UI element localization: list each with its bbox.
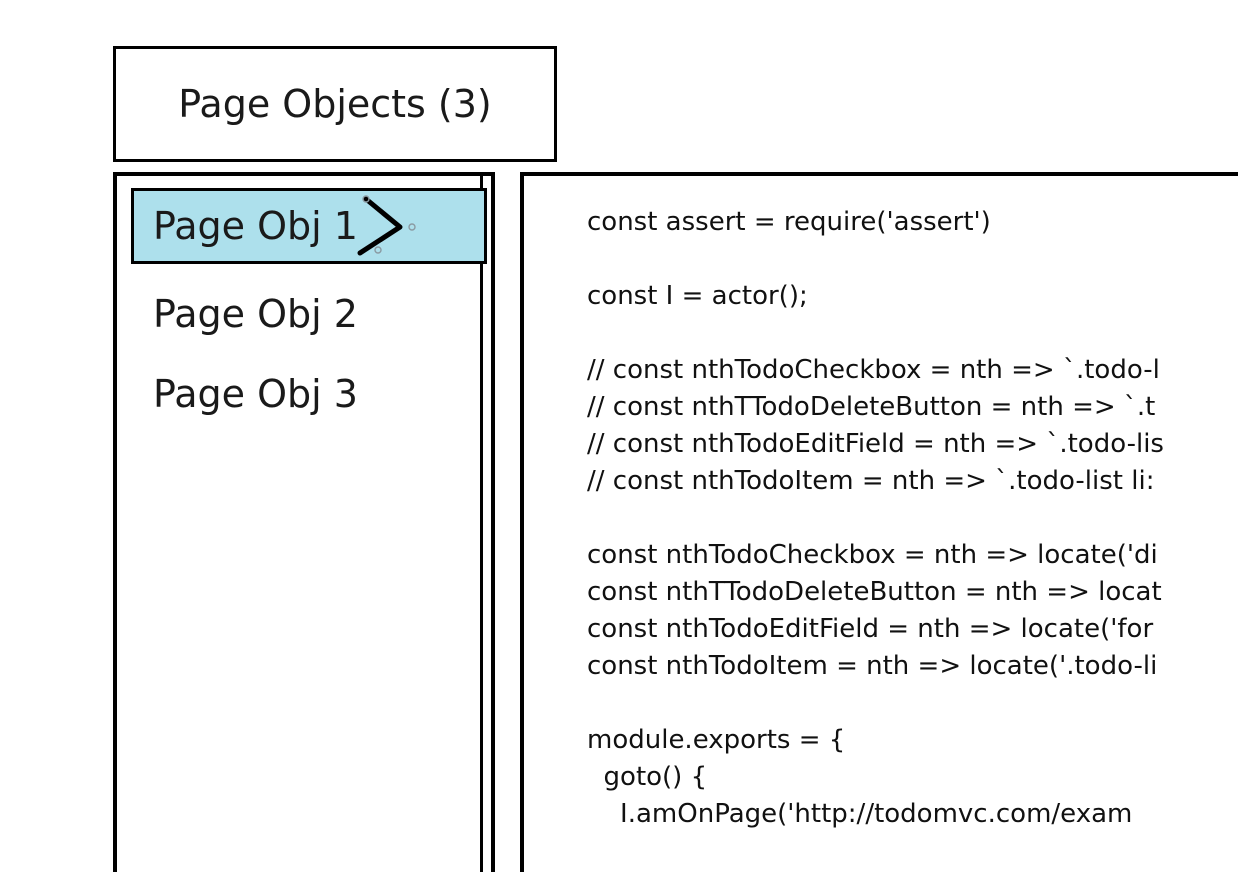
code-content[interactable]: const assert = require('assert') const I… [587, 204, 1238, 872]
code-line: // const nthTodoCheckbox = nth => `.todo… [587, 355, 1160, 385]
code-line: I.amOnPage('http://todomvc.com/exam [587, 799, 1133, 829]
list-item-page-obj-2[interactable]: Page Obj 2 [131, 276, 487, 352]
list-item-page-obj-1[interactable]: Page Obj 1 [131, 188, 487, 264]
code-line: const nthTodoCheckbox = nth => locate('d… [587, 540, 1158, 570]
code-line: // const nthTTodoDeleteButton = nth => `… [587, 392, 1156, 422]
page-objects-list: Page Obj 1 Page Obj 2 Page Obj 3 [117, 176, 487, 872]
code-line: const nthTodoItem = nth => locate('.todo… [587, 651, 1158, 681]
code-line: const nthTodoEditField = nth => locate('… [587, 614, 1154, 644]
page-title: Page Objects (3) [178, 82, 492, 126]
page-objects-list-panel: Page Obj 1 Page Obj 2 Page Obj 3 [113, 172, 495, 872]
code-line [587, 315, 1238, 352]
list-item-label: Page Obj 3 [153, 372, 358, 416]
code-line: const nthTTodoDeleteButton = nth => loca… [587, 577, 1162, 607]
code-editor-panel[interactable]: const assert = require('assert') const I… [520, 172, 1238, 872]
code-line: // const nthTodoItem = nth => `.todo-lis… [587, 466, 1155, 496]
code-line [587, 241, 1238, 278]
code-line [587, 685, 1238, 722]
code-line: goto() { [587, 762, 708, 792]
chevron-right-icon [356, 193, 426, 259]
list-item-label: Page Obj 1 [153, 204, 358, 248]
list-item-page-obj-3[interactable]: Page Obj 3 [131, 356, 487, 432]
code-line: module.exports = { [587, 725, 846, 755]
code-line: const I = actor(); [587, 281, 808, 311]
code-line: const assert = require('assert') [587, 207, 991, 237]
code-line [587, 500, 1238, 537]
list-item-label: Page Obj 2 [153, 292, 358, 336]
code-line: // const nthTodoEditField = nth => `.tod… [587, 429, 1164, 459]
page-objects-header-box: Page Objects (3) [113, 46, 557, 162]
